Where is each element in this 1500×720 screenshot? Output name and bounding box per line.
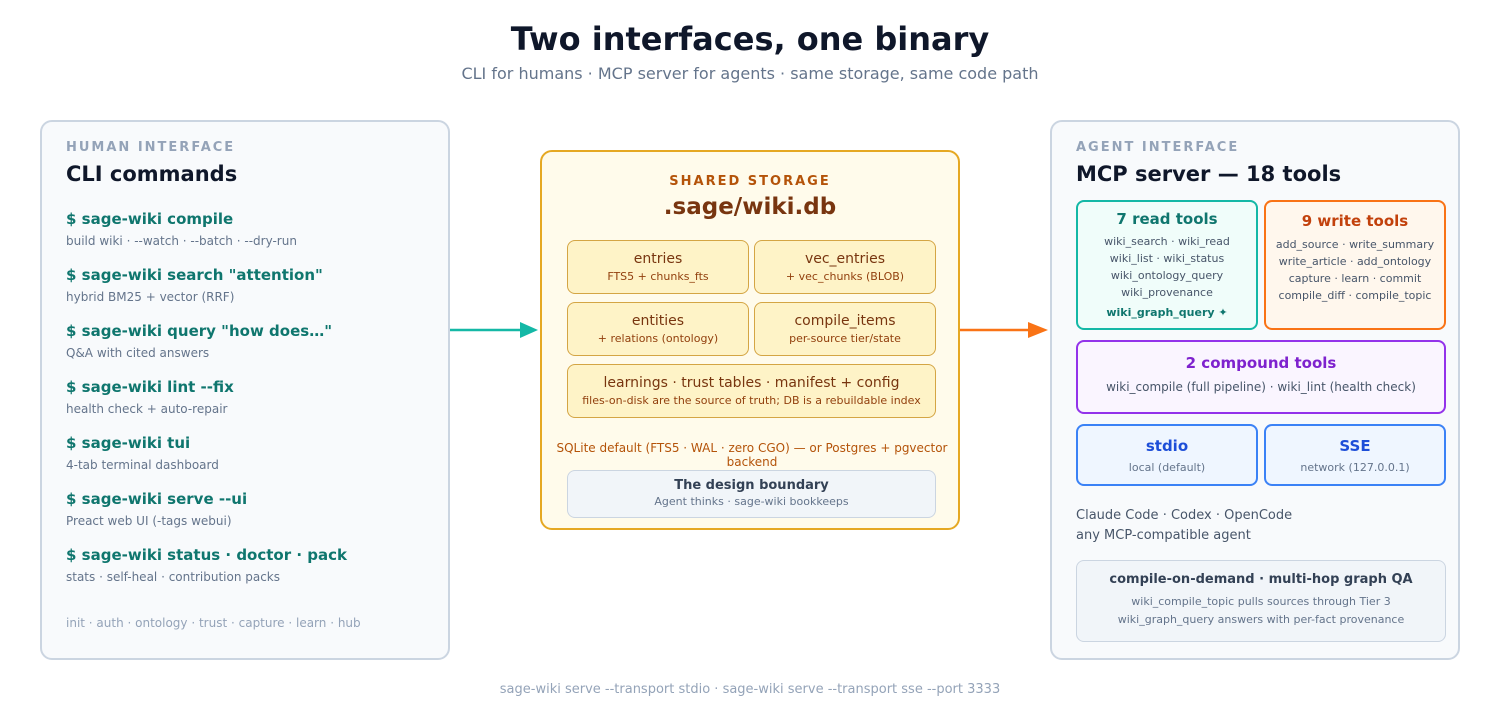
boundary-title: The design boundary [674,478,829,493]
read-tools-title: 7 read tools [1116,210,1218,228]
cell-title: entities [631,313,685,329]
storage-cell-compile-items: compile_items per-source tier/state [754,302,936,356]
cell-title: entries [633,251,683,267]
write-tools-box: 9 write tools add_source · write_summary… [1264,200,1446,330]
storage-cell-learnings: learnings · trust tables · manifest + co… [567,364,936,418]
tool-line: wiki_search · wiki_read [1104,235,1230,248]
command-item: $ sage-wiki lint --fix health check + au… [66,378,436,416]
compound-tools-box: 2 compound tools wiki_compile (full pipe… [1076,340,1446,414]
command-text: $ sage-wiki serve --ui [66,490,248,508]
storage-cell-entities: entities + relations (ontology) [567,302,749,356]
cell-sub: + relations (ontology) [597,332,719,345]
compound-tools-line: wiki_compile (full pipeline) · wiki_lint… [1106,380,1416,394]
shared-storage-panel: SHARED STORAGE .sage/wiki.db entries FTS… [540,150,960,530]
stdio-title: stdio [1145,437,1189,455]
command-item: $ sage-wiki tui 4-tab terminal dashboard [66,434,436,472]
cell-sub: per-source tier/state [789,332,901,345]
tool-line: wiki_ontology_query [1110,269,1224,282]
arrow-storage-to-right [960,322,1048,338]
arrow-left-to-storage [450,322,538,338]
storage-kicker: SHARED STORAGE [669,174,831,189]
tool-line: capture · learn · commit [1288,272,1422,285]
command-desc: Preact web UI (-tags webui) [66,514,232,528]
cell-title: vec_entries [804,251,886,267]
misc-commands: init · auth · ontology · trust · capture… [66,616,361,630]
panel-heading: MCP server — 18 tools [1076,162,1342,186]
command-text: $ sage-wiki tui [66,434,191,452]
graph-qa-title: compile-on-demand · multi-hop graph QA [1109,572,1413,587]
sse-transport-box: SSE network (127.0.0.1) [1264,424,1446,486]
footer-commands: sage-wiki serve --transport stdio · sage… [499,682,1001,697]
command-text: $ sage-wiki compile [66,210,234,228]
storage-cell-vec-entries: vec_entries + vec_chunks (BLOB) [754,240,936,294]
command-item: $ sage-wiki serve --ui Preact web UI (-t… [66,490,436,528]
tool-line: compile_diff · compile_topic [1278,289,1432,302]
panel-kicker: AGENT INTERFACE [1076,140,1240,155]
graph-qa-box: compile-on-demand · multi-hop graph QA w… [1076,560,1446,642]
cell-sub: + vec_chunks (BLOB) [785,270,905,283]
command-item: $ sage-wiki search "attention" hybrid BM… [66,266,436,304]
cell-sub: FTS5 + chunks_fts [607,270,709,283]
command-item: $ sage-wiki query "how does…" Q&A with c… [66,322,436,360]
tool-line: add_source · write_summary [1275,238,1435,251]
tool-line: wiki_provenance [1121,286,1213,299]
panel-heading: CLI commands [66,162,238,186]
write-tools-title: 9 write tools [1301,212,1409,230]
command-desc: stats · self-heal · contribution packs [66,570,281,584]
tool-line: write_article · add_ontology [1278,255,1432,268]
stdio-transport-box: stdio local (default) [1076,424,1258,486]
boundary-sub: Agent thinks · sage-wiki bookkeeps [654,495,849,508]
read-tools-box: 7 read tools wiki_search · wiki_read wik… [1076,200,1258,330]
command-desc: 4-tab terminal dashboard [66,458,219,472]
command-desc: hybrid BM25 + vector (RRF) [66,290,235,304]
design-boundary-box: The design boundary Agent thinks · sage-… [567,470,936,518]
agent-interface-panel: AGENT INTERFACE MCP server — 18 tools 7 … [1050,120,1460,660]
cell-title: learnings · trust tables · manifest + co… [603,375,900,391]
graph-query-highlight: wiki_graph_query ✦ [1106,306,1228,319]
sse-title: SSE [1339,437,1371,455]
sse-sub: network (127.0.0.1) [1300,461,1410,474]
page-title: Two interfaces, one binary [510,20,990,58]
stdio-sub: local (default) [1128,461,1206,474]
command-text: $ sage-wiki status · doctor · pack [66,546,348,564]
clients-line-1: Claude Code · Codex · OpenCode [1076,508,1293,523]
compound-tools-title: 2 compound tools [1185,354,1337,372]
command-item: $ sage-wiki status · doctor · pack stats… [66,546,436,584]
command-text: $ sage-wiki search "attention" [66,266,323,284]
storage-backend: SQLite default (FTS5 · WAL · zero CGO) —… [556,441,948,469]
command-desc: build wiki · --watch · --batch · --dry-r… [66,234,297,248]
graph-qa-line: wiki_compile_topic pulls sources through… [1131,595,1391,608]
cell-title: compile_items [794,313,896,329]
page-subtitle: CLI for humans · MCP server for agents ·… [461,64,1039,83]
graph-qa-line: wiki_graph_query answers with per-fact p… [1117,613,1405,626]
command-text: $ sage-wiki query "how does…" [66,322,333,340]
storage-heading: .sage/wiki.db [663,194,837,220]
command-desc: health check + auto-repair [66,402,228,416]
cell-sub: files-on-disk are the source of truth; D… [582,394,921,407]
panel-kicker: HUMAN INTERFACE [66,140,236,155]
tool-line: wiki_list · wiki_status [1109,252,1225,265]
clients-line-2: any MCP-compatible agent [1076,528,1251,543]
command-text: $ sage-wiki lint --fix [66,378,234,396]
command-item: $ sage-wiki compile build wiki · --watch… [66,210,436,248]
human-interface-panel: HUMAN INTERFACE CLI commands $ sage-wiki… [40,120,450,660]
storage-cell-entries: entries FTS5 + chunks_fts [567,240,749,294]
command-desc: Q&A with cited answers [66,346,210,360]
